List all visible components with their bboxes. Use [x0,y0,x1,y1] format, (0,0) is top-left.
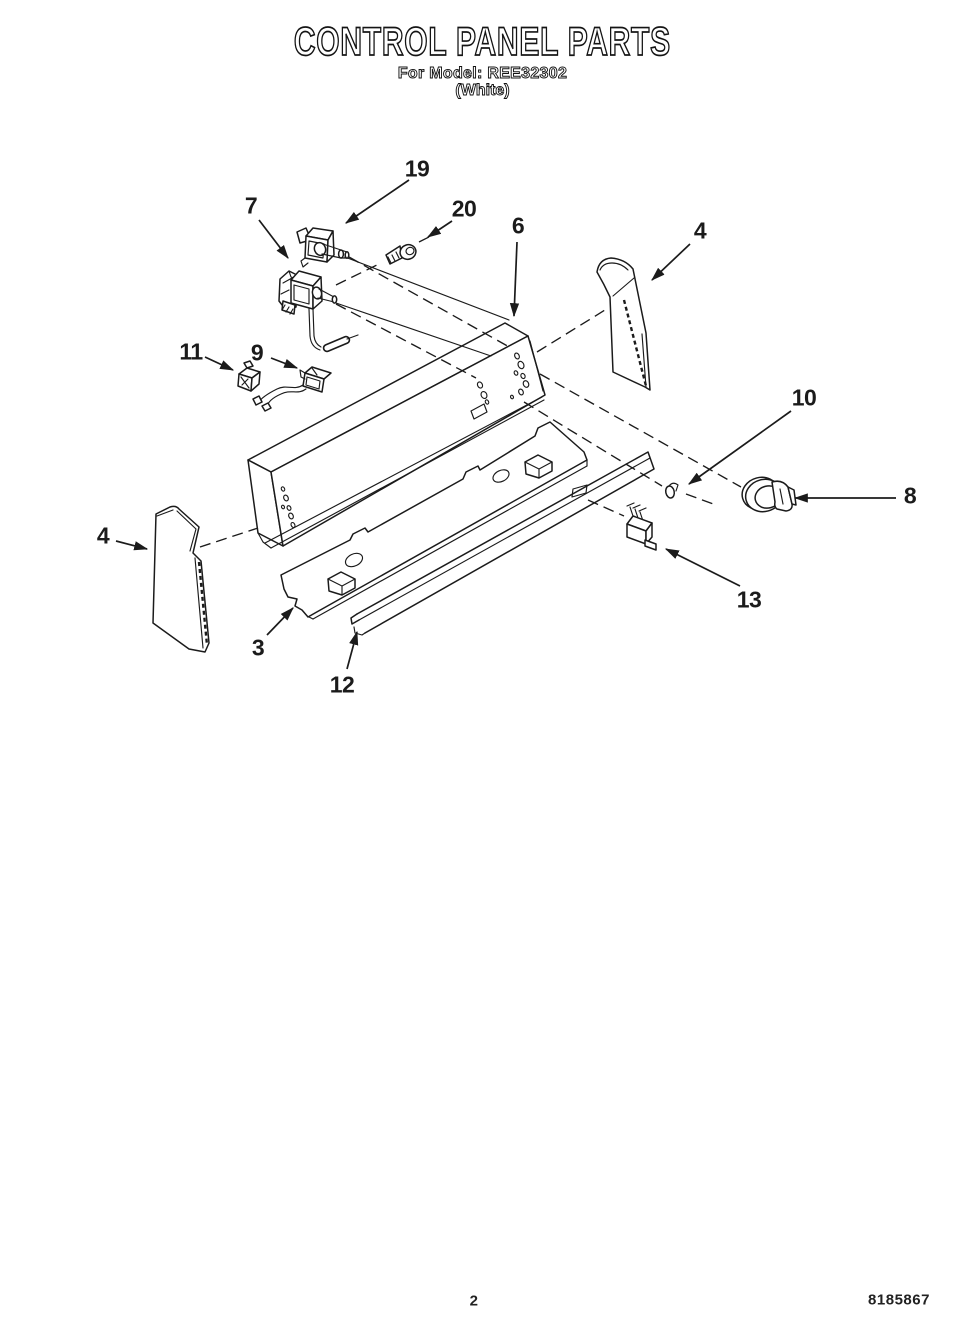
part-label-13: 13 [736,586,762,613]
title-block: CONTROL PANEL PARTS For Model: REE32302 … [0,20,965,99]
part-label-7: 7 [244,192,258,219]
part-label-3: 3 [251,634,265,661]
document-number: 8185867 [868,1291,930,1309]
part-7-thermostat [278,270,359,353]
part-label-20: 20 [451,195,477,222]
part-12-trim-strip [350,451,655,636]
part-9-wire-connector [252,366,332,412]
part-20-screw [385,243,417,265]
part-3-panel-base [280,421,588,620]
part-4-right-end-cap [596,257,651,391]
page-number: 2 [469,1292,479,1310]
part-label-19: 19 [404,155,430,182]
part-label-8: 8 [903,482,917,509]
part-label-9: 9 [250,339,264,366]
part-label-4-right: 4 [693,217,707,244]
page-title: CONTROL PANEL PARTS [293,20,672,64]
part-13-switch [626,502,657,551]
part-4-left-end-cap [152,505,210,653]
model-subtitle: For Model: REE32302 [397,65,568,82]
alignment-lines [199,234,742,548]
part-19-switch [296,227,350,268]
part-11-clip [237,360,261,392]
part-label-4-left: 4 [96,522,110,549]
part-label-6: 6 [511,212,525,239]
part-label-11: 11 [179,338,203,365]
part-10-fastener [664,482,679,499]
callout-arrows [115,179,896,670]
part-6-control-panel [247,322,546,549]
part-label-10: 10 [791,384,817,411]
part-label-12: 12 [329,671,355,698]
part-8-control-knob [741,476,797,513]
color-subtitle: (White) [455,82,510,99]
